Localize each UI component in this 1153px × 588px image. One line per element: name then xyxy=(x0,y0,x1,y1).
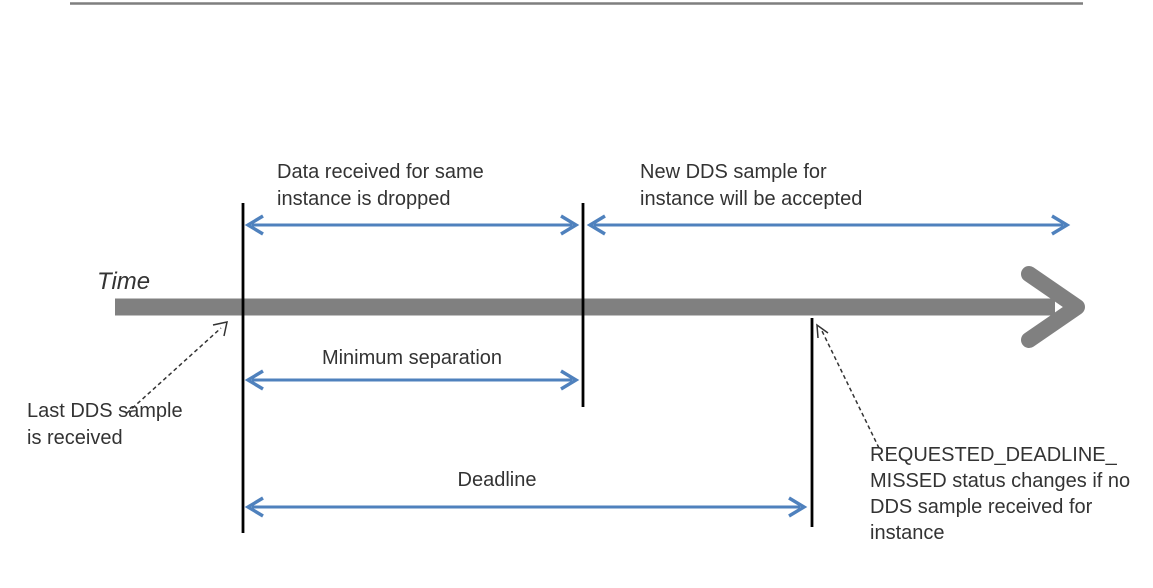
callout-arrow-last-sample xyxy=(126,321,228,414)
label-deadline: Deadline xyxy=(457,469,537,491)
interval-arrow-accepted xyxy=(586,214,1071,236)
label-new-sample-accepted: New DDS sample for instance will be acce… xyxy=(640,161,863,210)
label-data-dropped: Data received for same instance is dropp… xyxy=(277,161,484,210)
callout-arrow-deadline-missed xyxy=(816,323,880,449)
time-axis-label: Time xyxy=(97,268,151,295)
interval-arrow-min-separation xyxy=(244,369,580,391)
label-requested-deadline-missed: REQUESTED_DEADLINE_ MISSED status change… xyxy=(870,444,1131,544)
label-last-sample-received: Last DDS sample is received xyxy=(27,400,183,449)
time-axis-arrow-icon xyxy=(115,266,1085,348)
interval-arrow-dropped xyxy=(244,214,580,236)
label-minimum-separation: Minimum separation xyxy=(321,347,503,369)
interval-arrow-deadline xyxy=(244,496,808,518)
